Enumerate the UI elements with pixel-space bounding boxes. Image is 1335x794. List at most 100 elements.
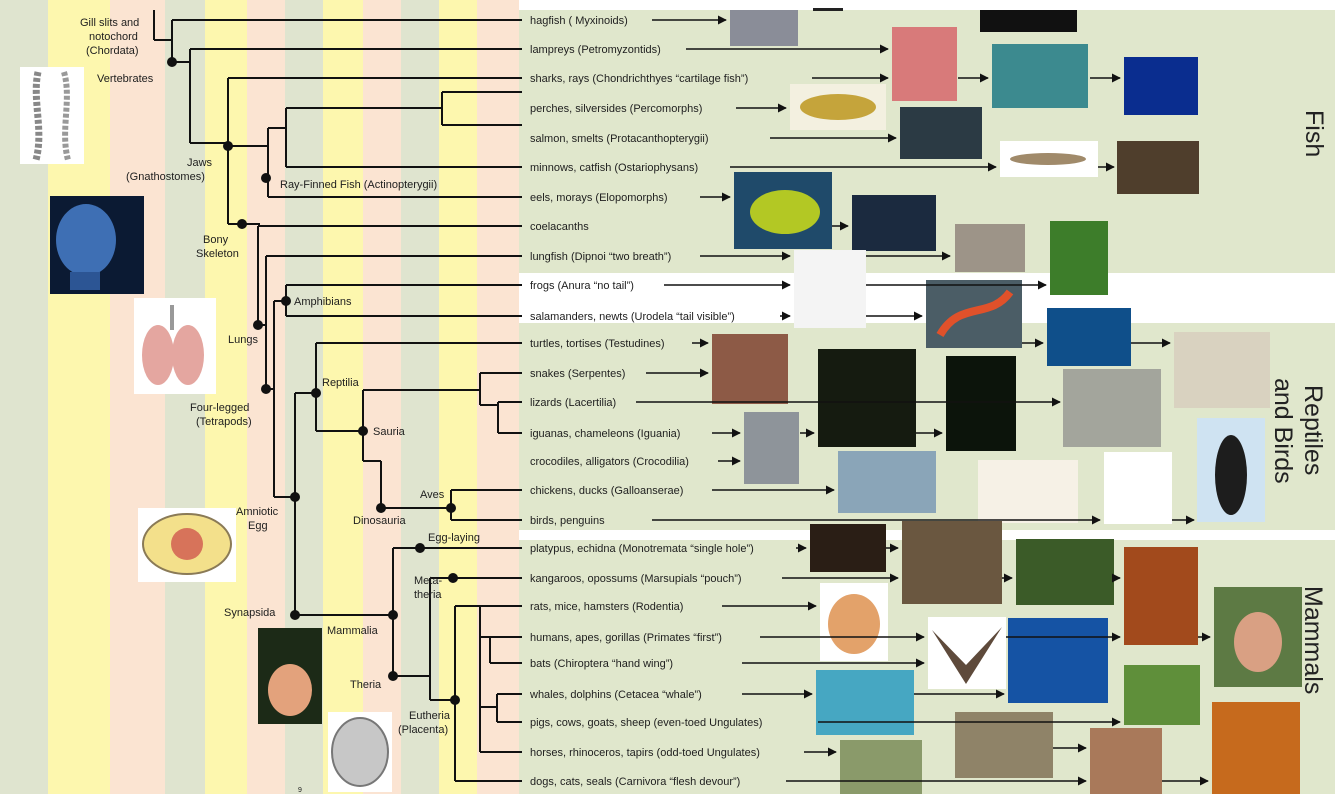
- clade-mammalia: Mammalia: [327, 625, 379, 637]
- node-sauria: [358, 426, 368, 436]
- band-10: [401, 0, 439, 794]
- moray-head: [750, 190, 820, 234]
- group-reptiles-line2: and Birds: [1269, 378, 1297, 484]
- node-bony: [237, 219, 247, 229]
- clade-dinosauria: Dinosauria: [353, 515, 406, 527]
- taxon-label: dogs, cats, seals (Carnivora “flesh devo…: [530, 776, 740, 788]
- node-theria: [388, 671, 398, 681]
- clade-bony-line1: Bony: [203, 234, 229, 246]
- clade-eutheria-line1: Eutheria: [409, 710, 451, 722]
- clade-eutheria-line2: (Placenta): [398, 724, 448, 736]
- orca-picture: [1008, 618, 1108, 703]
- group-reptiles-line1: Reptiles: [1299, 385, 1327, 475]
- hagfish-picture: [730, 10, 798, 46]
- taxon-label: lampreys (Petromyzontids): [530, 44, 661, 56]
- clade-sauria: Sauria: [373, 426, 406, 438]
- node-lungs: [253, 320, 263, 330]
- top-black-box: [980, 10, 1077, 32]
- band-8: [323, 0, 363, 794]
- node-egg-laying: [415, 543, 425, 553]
- taxon-label: iguanas, chameleons (Iguania): [530, 428, 680, 440]
- stegosaurus-picture: [978, 460, 1078, 523]
- sea-turtle-picture: [1047, 308, 1131, 366]
- iguana-picture: [946, 356, 1016, 451]
- clade-theria: Theria: [350, 679, 382, 691]
- taxon-label: eels, morays (Elopomorphs): [530, 192, 668, 204]
- clade-metatheria-line2: theria: [414, 589, 442, 601]
- chameleon-picture: [818, 349, 916, 447]
- zebra-picture: [840, 740, 922, 794]
- taxon-label: hagfish ( Myxinoids): [530, 15, 628, 27]
- taxon-label: kangaroos, opossums (Marsupials “pouch”): [530, 573, 742, 585]
- taxon-label: whales, dolphins (Cetacea “whale”): [529, 689, 702, 701]
- clade-four-legged-line1: Four-legged: [190, 402, 249, 414]
- snake-picture: [712, 334, 788, 404]
- taxon-label: lungfish (Dipnoi “two breath”): [530, 251, 671, 263]
- walrus-picture: [1090, 728, 1162, 794]
- salmon-picture: [900, 107, 982, 159]
- taxon-label: minnows, catfish (Ostariophysans): [530, 162, 698, 174]
- clade-bony-line2: Skeleton: [196, 248, 239, 260]
- clade-chordata-line3: (Chordata): [86, 45, 139, 57]
- taxon-label: turtles, tortises (Testudines): [530, 338, 665, 350]
- band-5: [205, 0, 247, 794]
- clade-aves: Aves: [420, 489, 445, 501]
- clade-lungs: Lungs: [228, 334, 258, 346]
- clade-ray-finned: Ray-Finned Fish (Actinopterygii): [280, 179, 437, 191]
- node-amphibians: [281, 296, 291, 306]
- crocodile-picture: [744, 412, 799, 484]
- penguin-body: [1215, 435, 1247, 515]
- taxon-label: lizards (Lacertilia): [530, 397, 616, 409]
- taxon-label: salamanders, newts (Urodela “tail visibl…: [530, 311, 735, 323]
- taxon-label: sharks, rays (Chondrichthyes “cartilage …: [530, 73, 748, 85]
- taxon-label: coelacanths: [530, 221, 589, 233]
- perch-body: [800, 94, 876, 120]
- salamander-picture: [794, 250, 866, 328]
- clade-egg-laying: Egg-laying: [428, 532, 480, 544]
- group-fish: Fish: [1300, 110, 1328, 157]
- node-ray-finned: [261, 173, 271, 183]
- platypus-picture: [810, 524, 886, 572]
- taxon-label: crocodiles, alligators (Crocodilia): [530, 456, 689, 468]
- clade-jaws-line1: Jaws: [187, 157, 213, 169]
- lungs-picture: [134, 298, 216, 394]
- page-mark: 9: [298, 787, 302, 794]
- taxon-label: snakes (Serpentes): [530, 368, 625, 380]
- clade-chordata-line2: notochord: [89, 31, 138, 43]
- orangutan-picture: [1124, 547, 1198, 645]
- clade-synapsida: Synapsida: [224, 607, 276, 619]
- lungfish-picture: [955, 224, 1025, 272]
- taxon-label: humans, apes, gorillas (Primates “first”…: [530, 632, 722, 644]
- group-mammals: Mammals: [1299, 586, 1327, 694]
- human-face: [1234, 612, 1282, 672]
- taxon-label: bats (Chiroptera “hand wing”): [530, 658, 673, 670]
- echidna-picture: [902, 521, 1002, 604]
- shark-picture: [992, 44, 1088, 108]
- taxon-label: birds, penguins: [530, 515, 605, 527]
- dolphin-picture: [816, 670, 914, 735]
- eagle-picture: [1104, 452, 1172, 524]
- coelacanth-picture: [852, 195, 936, 251]
- clade-vertebrates: Vertebrates: [97, 73, 154, 85]
- taxon-label: perches, silversides (Percomorphs): [530, 103, 702, 115]
- clade-amniotic-line2: Egg: [248, 520, 268, 532]
- taxon-label: salmon, smelts (Protacanthopterygii): [530, 133, 709, 145]
- lamprey-picture: [892, 27, 957, 101]
- cow-picture: [1124, 665, 1200, 725]
- band-3: [110, 0, 165, 794]
- node-amniotic: [290, 492, 300, 502]
- node-aves: [446, 503, 456, 513]
- taxon-label: chickens, ducks (Galloanserae): [530, 485, 683, 497]
- node-eutheria: [450, 695, 460, 705]
- node-metatheria: [448, 573, 458, 583]
- clade-amphibians: Amphibians: [294, 296, 352, 308]
- calf-picture: [258, 628, 322, 724]
- fetus-picture: [328, 712, 392, 792]
- band-4: [165, 0, 205, 794]
- clade-reptilia: Reptilia: [322, 377, 360, 389]
- clade-amniotic-line1: Amniotic: [236, 506, 279, 518]
- taxon-label: platypus, echidna (Monotremata “single h…: [530, 543, 754, 555]
- taxon-label: frogs (Anura “no tail”): [530, 280, 634, 292]
- spine-picture: [20, 67, 84, 164]
